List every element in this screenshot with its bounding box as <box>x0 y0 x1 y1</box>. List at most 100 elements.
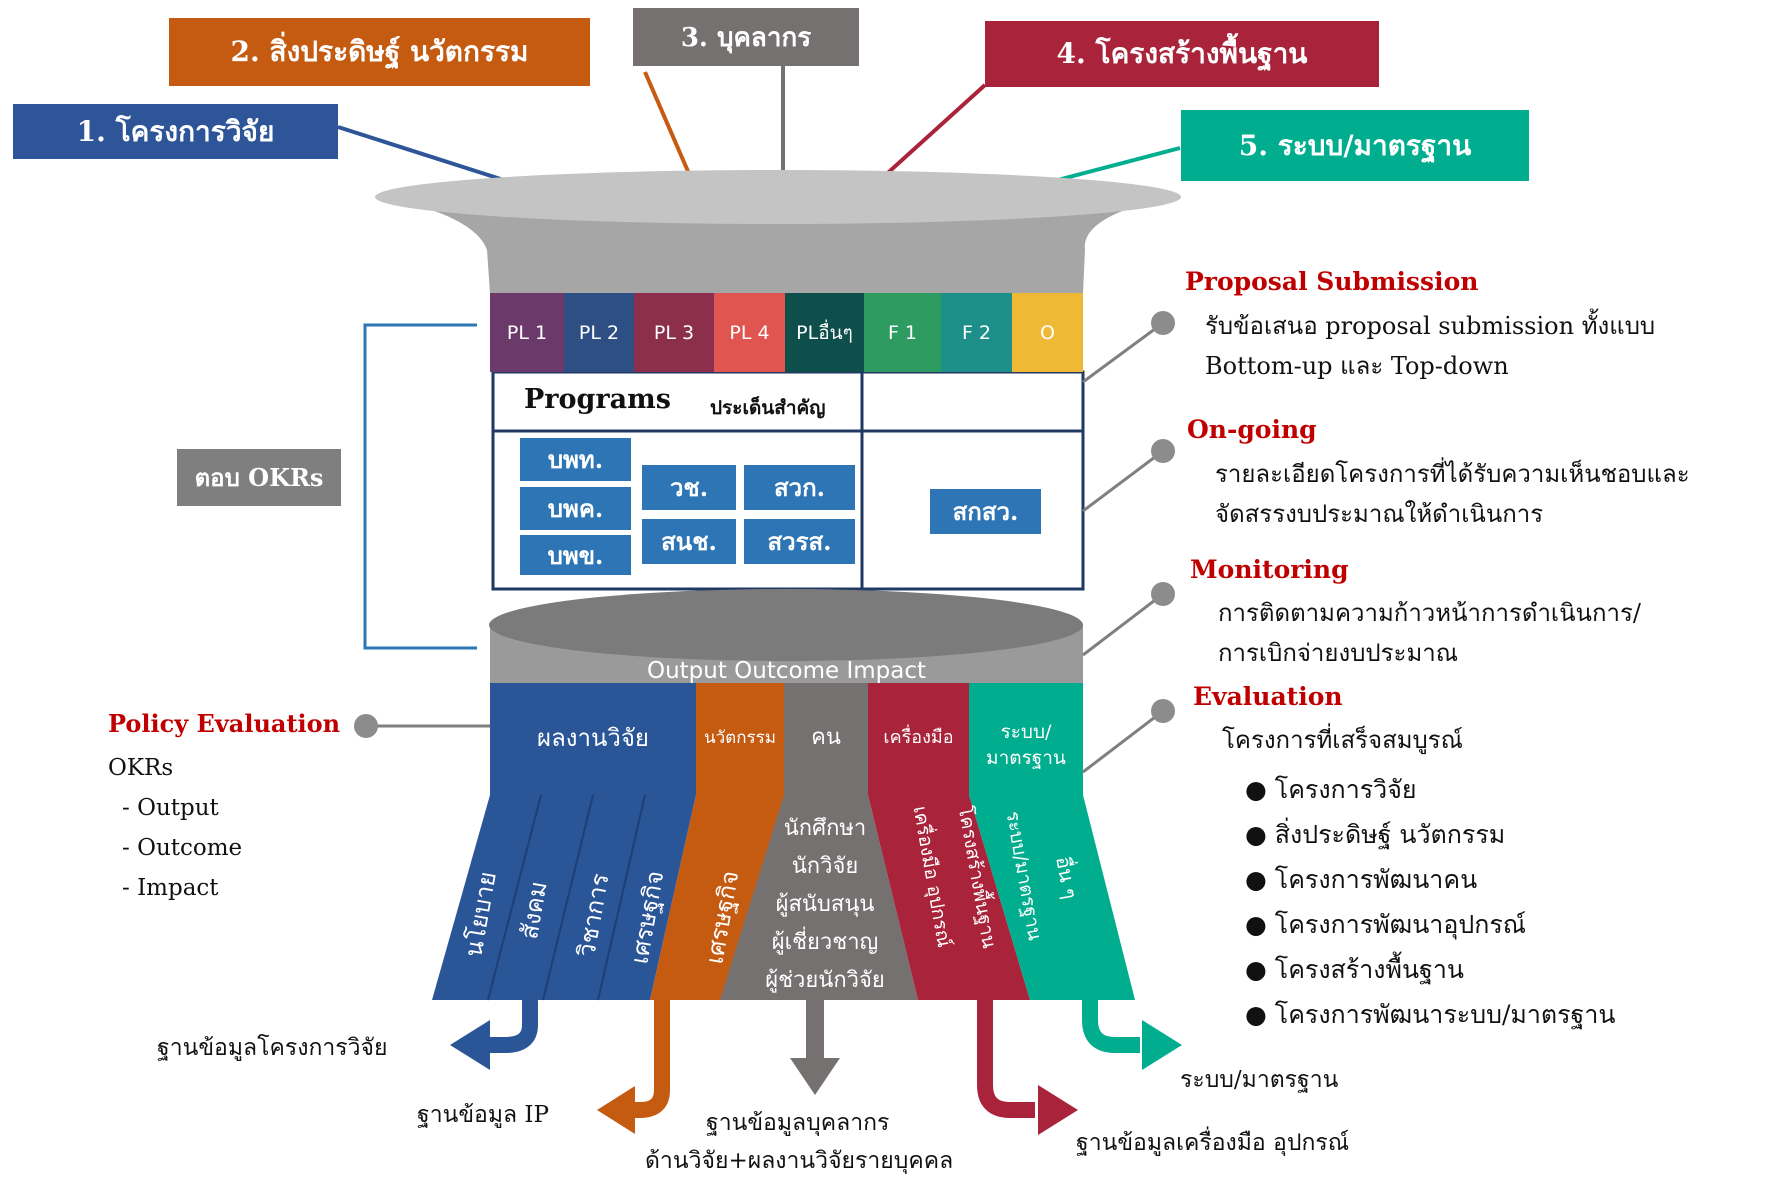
people-expert: ผู้เชี่ยวชาญ <box>771 930 879 955</box>
pl-tab-2: PL 2 <box>564 293 634 372</box>
stage-monitoring-line2: การเบิกจ่ายงบประมาณ <box>1218 639 1458 667</box>
column-label-tools: เครื่องมือ <box>883 727 954 748</box>
arrow-personnel-head <box>790 1058 840 1095</box>
agency-swrs: สวรส. <box>744 519 855 564</box>
stage-evaluation-body: โครงการที่เสร็จสมบูรณ์ <box>1222 720 1463 760</box>
people-student: นักศึกษา <box>783 816 867 841</box>
flare-research-div3 <box>597 794 646 1001</box>
flare-research-div1 <box>487 794 542 1001</box>
f-tab-1: F 1 <box>864 293 941 372</box>
stage-evaluation-title: Evaluation <box>1193 682 1343 711</box>
stage-monitoring-body: การติดตามความก้าวหน้าการดำเนินการ/ การเบ… <box>1218 593 1641 673</box>
input-tag-innovation: 2. สิ่งประดิษฐ์ นวัตกรรม <box>169 18 590 86</box>
okr-label: ตอบ OKRs <box>177 449 341 506</box>
connector-innovation <box>643 71 692 177</box>
stage-proposal-title: Proposal Submission <box>1185 267 1479 296</box>
policy-impact: - Impact <box>122 875 219 901</box>
dot-policy <box>354 714 378 738</box>
pl-tab-3: PL 3 <box>634 293 714 372</box>
okr-bracket <box>363 323 477 650</box>
policy-outcome: - Outcome <box>122 835 243 861</box>
funnel-top-rim <box>375 170 1181 224</box>
eval-item: ● โครงการพัฒนาคน <box>1245 865 1478 894</box>
stage-ongoing-body: รายละเอียดโครงการที่ได้รับความเห็นชอบและ… <box>1215 454 1690 534</box>
agency-sksw: สกสว. <box>930 489 1041 534</box>
stage-proposal-body: รับข้อเสนอ proposal submission ทั้งแบบ B… <box>1205 306 1655 386</box>
db-tools: ฐานข้อมูลเครื่องมือ อุปกรณ์ <box>1076 1130 1350 1156</box>
connector-research <box>337 125 511 184</box>
policy-title: Policy Evaluation <box>108 709 341 738</box>
column-label-systems: ระบบ/ มาตรฐาน <box>986 721 1066 769</box>
stage-monitoring-title: Monitoring <box>1190 555 1349 584</box>
pl-tab-other: PLอื่นๆ <box>785 293 864 372</box>
policy-okrs: OKRs <box>108 755 174 781</box>
stage-ongoing-line1: รายละเอียดโครงการที่ได้รับความเห็นชอบและ <box>1215 460 1690 488</box>
connector-proposal <box>1082 321 1164 384</box>
dot-ongoing <box>1151 439 1175 463</box>
arrow-research <box>485 1000 538 1053</box>
programs-subtitle: ประเด็นสำคัญ <box>710 397 826 419</box>
column-research <box>490 683 696 795</box>
column-systems <box>969 683 1083 795</box>
policy-lines: OKRs - Output - Outcome - Impact <box>108 748 242 908</box>
input-tag-research: 1. โครงการวิจัย <box>13 104 338 159</box>
stage-evaluation-line1: โครงการที่เสร็จสมบูรณ์ <box>1222 726 1463 754</box>
flare-research <box>432 795 696 1000</box>
arrow-ip-head <box>597 1086 635 1134</box>
arrow-tools <box>977 1000 1035 1118</box>
column-people <box>784 683 868 795</box>
people-assistant: ผู้ช่วยนักวิจัย <box>765 968 885 993</box>
stage-ongoing-title: On-going <box>1187 415 1317 444</box>
connector-monitoring <box>1082 592 1164 657</box>
input-tag-infrastructure: 4. โครงสร้างพื้นฐาน <box>985 21 1379 87</box>
eval-item: ● โครงการพัฒนาระบบ/มาตรฐาน <box>1245 1000 1616 1029</box>
f-tab-2: F 2 <box>941 293 1012 372</box>
funnel-rim-text: Output Outcome Impact <box>646 658 927 684</box>
eval-item: ● โครงสร้างพื้นฐาน <box>1245 955 1464 984</box>
flare-systems <box>969 795 1135 1000</box>
eval-item: ● โครงการพัฒนาอุปกรณ์ <box>1245 910 1526 939</box>
column-label-people: คน <box>811 725 841 750</box>
output-cylinder-top <box>489 589 1083 661</box>
arrow-tools-head <box>1038 1085 1078 1135</box>
agency-wch: วช. <box>642 465 736 510</box>
eval-item: ● โครงการวิจัย <box>1245 775 1417 804</box>
people-researcher: นักวิจัย <box>791 854 859 879</box>
pl-tab-1: PL 1 <box>490 293 564 372</box>
agency-bpkh: บพข. <box>520 535 631 575</box>
pl-tab-4: PL 4 <box>714 293 785 372</box>
column-innovation <box>696 683 784 795</box>
eval-item: ● สิ่งประดิษฐ์ นวัตกรรม <box>1245 820 1506 849</box>
arrow-systems <box>1082 1000 1140 1053</box>
flare-tools <box>868 795 1030 1000</box>
flare-research-div2 <box>542 794 594 1001</box>
connector-evaluation <box>1082 709 1164 774</box>
connector-ongoing <box>1082 449 1164 513</box>
arrow-ip <box>630 1000 670 1118</box>
column-tools <box>868 683 969 795</box>
dot-evaluation <box>1151 699 1175 723</box>
flare-people <box>720 795 918 1000</box>
people-list: นักศึกษา นักวิจัย ผู้สนับสนุน ผู้เชี่ยวช… <box>760 810 890 1000</box>
agency-snch: สนช. <box>642 519 736 564</box>
db-personnel-2: ด้านวิจัย+ผลงานวิจัยรายบุคคล <box>645 1148 954 1174</box>
stage-ongoing-line2: จัดสรรงบประมาณให้ดำเนินการ <box>1215 500 1544 528</box>
agency-swk: สวก. <box>744 465 855 510</box>
db-personnel-1: ฐานข้อมูลบุคลากร <box>706 1110 890 1136</box>
o-tab: O <box>1012 293 1083 372</box>
agency-bpk: บพค. <box>520 487 631 530</box>
input-tag-systems: 5. ระบบ/มาตรฐาน <box>1181 110 1529 181</box>
db-systems: ระบบ/มาตรฐาน <box>1180 1067 1339 1093</box>
policy-output: - Output <box>122 795 219 821</box>
people-supporter: ผู้สนับสนุน <box>775 892 875 917</box>
column-label-innovation: นวัตกรรม <box>704 728 776 748</box>
dot-proposal <box>1151 311 1175 335</box>
stage-proposal-line1: รับข้อเสนอ proposal submission ทั้งแบบ <box>1205 312 1656 340</box>
stage-proposal-line2: Bottom-up และ Top-down <box>1205 352 1509 380</box>
connector-infrastructure <box>878 83 987 182</box>
input-tag-personnel: 3. บุคลากร <box>633 8 859 66</box>
arrow-research-head <box>450 1020 490 1070</box>
stage-monitoring-line1: การติดตามความก้าวหน้าการดำเนินการ/ <box>1218 599 1641 627</box>
connector-systems <box>1049 146 1181 184</box>
